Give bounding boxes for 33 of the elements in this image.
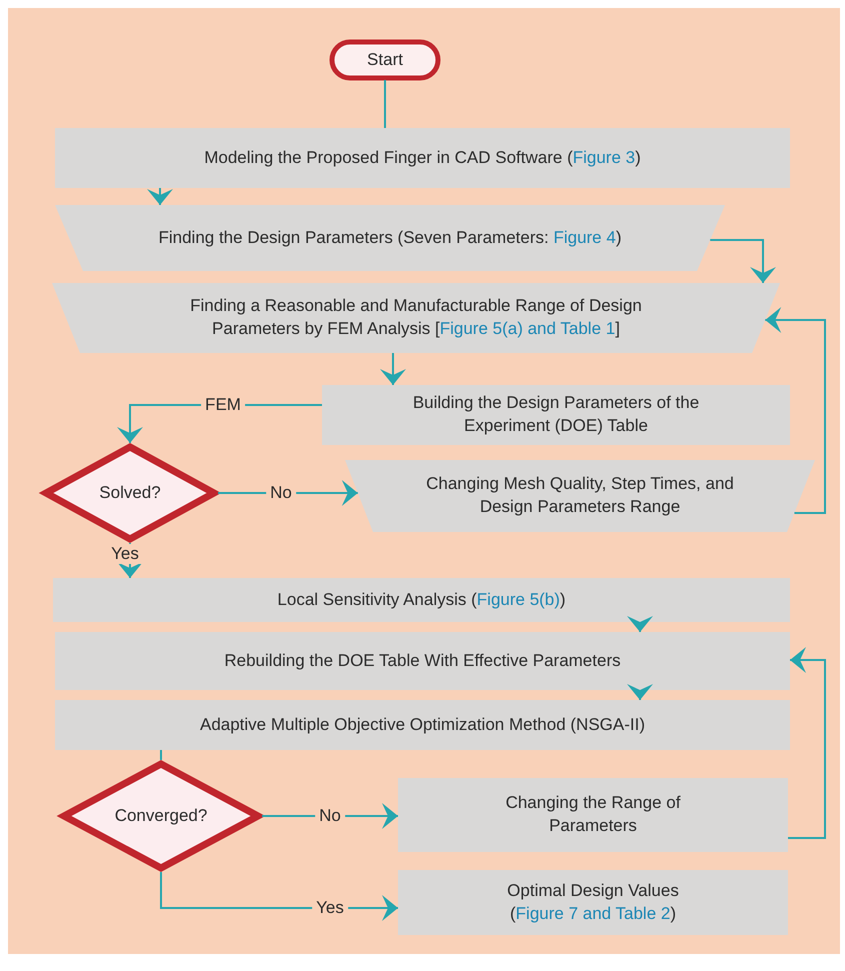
arrow bbox=[147, 188, 173, 205]
arrow bbox=[788, 647, 826, 839]
node-text: Changing Mesh Quality, Step Times, and Design Parameters Range bbox=[425, 473, 735, 518]
node-text: Finding the Design Parameters (Seven Parameters: Figure 4) bbox=[158, 226, 622, 249]
process-box bbox=[55, 128, 790, 188]
connector-line bbox=[160, 750, 162, 760]
node-text: Optimal Design Values (Figure 7 and Table 2) bbox=[506, 880, 680, 924]
node-text: Finding a Reasonable and Manufacturable Range of Design Parameters by FEM Analysis [Figure 5(a) and Table 1] bbox=[189, 295, 643, 340]
arrow bbox=[627, 684, 653, 700]
connector-line bbox=[384, 80, 386, 128]
process-box bbox=[53, 578, 790, 622]
node-text: Local Sensitivity Analysis (Figure 5(b)) bbox=[277, 588, 566, 611]
arrow bbox=[765, 307, 826, 514]
node-text: Building the Design Parameters of the Experiment (DOE) Table bbox=[412, 392, 700, 437]
arrow bbox=[627, 616, 653, 632]
process-box bbox=[398, 870, 788, 935]
arrow bbox=[380, 353, 406, 385]
start-terminal bbox=[330, 40, 440, 80]
node-text: Rebuilding the DOE Table With Effective Parameters bbox=[224, 650, 621, 672]
arrow bbox=[710, 239, 776, 283]
node-text: Adaptive Multiple Objective Optimization Method (NSGA-II) bbox=[200, 714, 645, 736]
process-box bbox=[398, 778, 788, 852]
process-box bbox=[55, 700, 790, 750]
node-text: Start bbox=[367, 48, 403, 71]
process-box bbox=[345, 460, 815, 532]
process-box bbox=[55, 205, 725, 271]
process-box bbox=[52, 283, 780, 353]
node-text: Converged? bbox=[114, 804, 208, 827]
process-box bbox=[55, 632, 790, 690]
node-text: Solved? bbox=[99, 482, 161, 504]
node-text: Modeling the Proposed Finger in CAD Software (Figure 3) bbox=[204, 146, 641, 169]
node-text: Changing the Range of Parameters bbox=[504, 792, 682, 837]
process-box bbox=[322, 385, 790, 445]
